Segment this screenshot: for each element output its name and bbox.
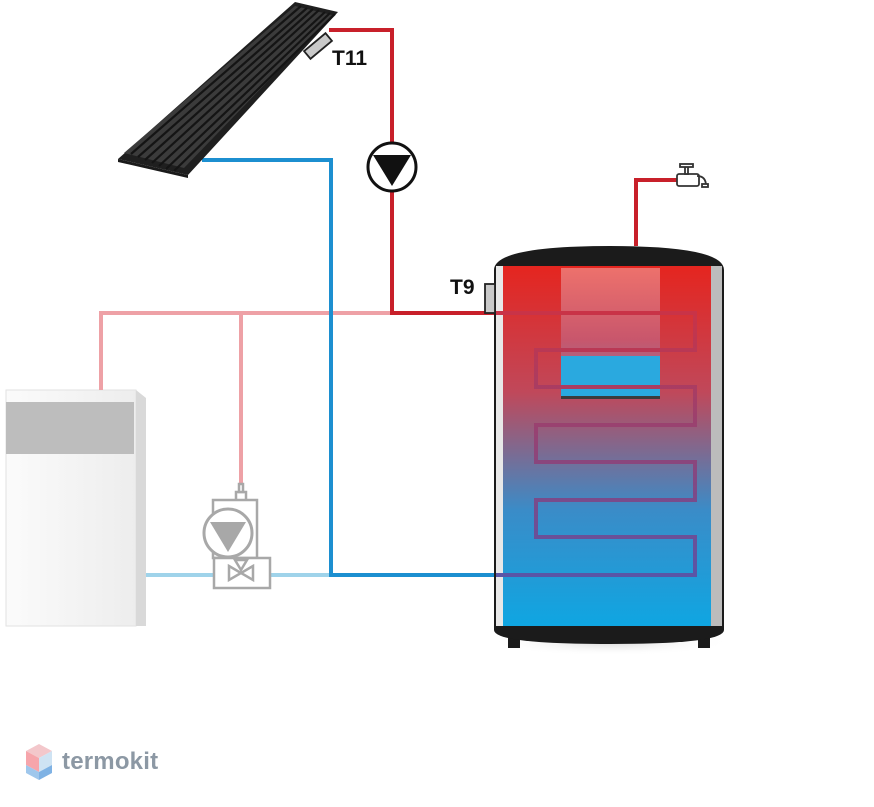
circulation-pump-icon xyxy=(366,141,418,193)
boiler-panel xyxy=(6,402,134,454)
hot-water-outlet-pipe xyxy=(634,178,679,246)
faucet-icon xyxy=(676,163,709,188)
brand-logo: termokit xyxy=(24,742,158,782)
tank-sensor xyxy=(484,283,496,314)
pump-group-icon xyxy=(202,482,272,590)
termokit-logo-icon xyxy=(26,744,52,780)
tank-sensor-label: T9 xyxy=(450,276,475,299)
collector-sensor-label: T11 xyxy=(332,47,368,70)
solar-collector-icon xyxy=(118,2,338,178)
boiler-unit xyxy=(5,389,146,627)
collector-sensor xyxy=(302,31,334,61)
storage-tank xyxy=(488,246,732,656)
heat-exchanger-coil xyxy=(496,311,697,577)
boiler-supply-pipe xyxy=(99,311,392,492)
brand-name: termokit xyxy=(62,748,159,775)
collector-return-pipe xyxy=(202,158,496,577)
